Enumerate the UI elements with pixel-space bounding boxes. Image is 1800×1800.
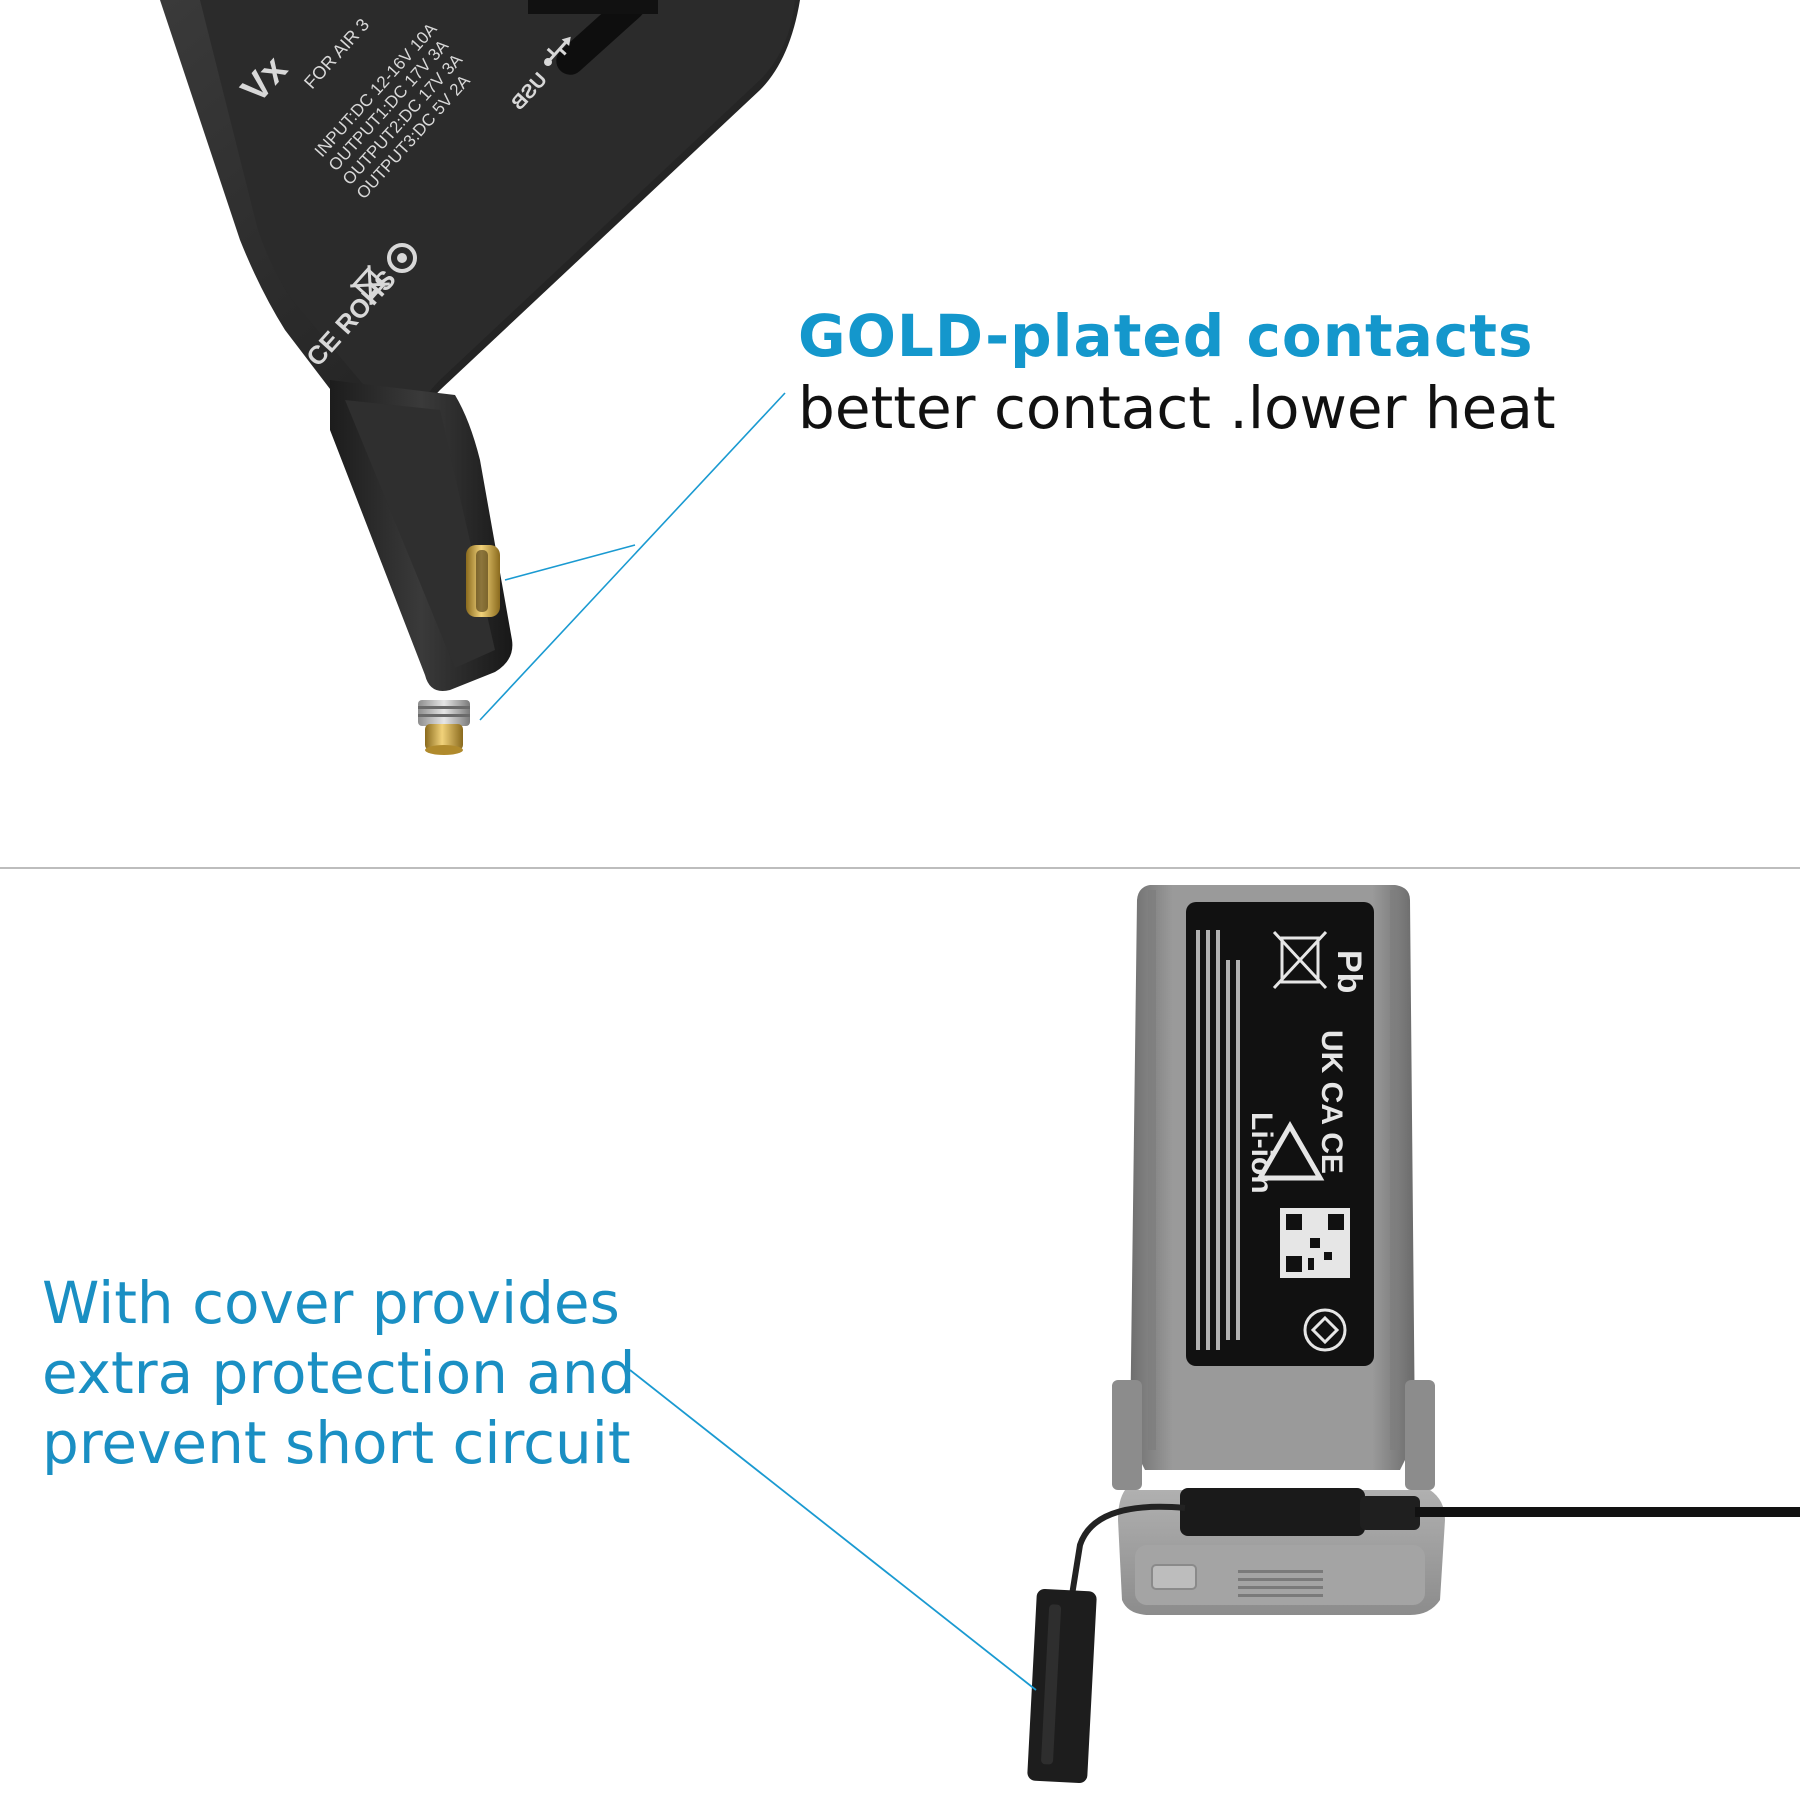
leader-line-to-tip [479, 392, 786, 721]
vent-grille [1238, 1570, 1323, 1597]
cover-caption-line-1: With cover provides [42, 1269, 620, 1337]
recycle-icon [387, 243, 417, 273]
caption-title: GOLD-plated contacts [798, 302, 1534, 370]
cover-tether [1069, 1503, 1186, 1596]
battery-with-adapter: Pb UK CA CE Li-ion [1027, 885, 1800, 1784]
car-charger: Vx FOR AIR 3 INPUT:DC 12-16V 10A OUTPUT1… [160, 0, 800, 755]
weee-battery-icon [1272, 930, 1328, 990]
bottom-leader-line [629, 1369, 1037, 1691]
gold-contacts-caption: GOLD-plated contacts better contact .low… [798, 300, 1556, 444]
leader-line-to-side-contact [504, 544, 636, 581]
cover-caption: With cover provides extra protection and… [42, 1268, 635, 1478]
battery-fine-print [1196, 930, 1240, 1350]
top-leader-lines [479, 392, 786, 721]
battery-label-content: Pb UK CA CE Li-ion [1196, 930, 1368, 1352]
weee-icon [350, 265, 390, 305]
cert-marks-battery: UK CA CE [1315, 1030, 1348, 1174]
silver-ring [418, 700, 470, 726]
gold-tip [425, 724, 463, 750]
protective-cover [1027, 1588, 1097, 1784]
cert-circle-icon [1303, 1308, 1347, 1352]
adapter-button [1151, 1564, 1197, 1590]
caption-subtitle: better contact .lower heat [798, 374, 1556, 442]
recycle-battery-icon [1255, 1120, 1325, 1181]
cover-caption-line-2: extra protection and [42, 1339, 636, 1407]
pb-text: Pb [1330, 950, 1368, 993]
cable-connector [1180, 1488, 1365, 1536]
qr-code-icon [1280, 1208, 1350, 1278]
usb-icon [544, 36, 571, 66]
cover-caption-line-3: prevent short circuit [42, 1409, 631, 1477]
